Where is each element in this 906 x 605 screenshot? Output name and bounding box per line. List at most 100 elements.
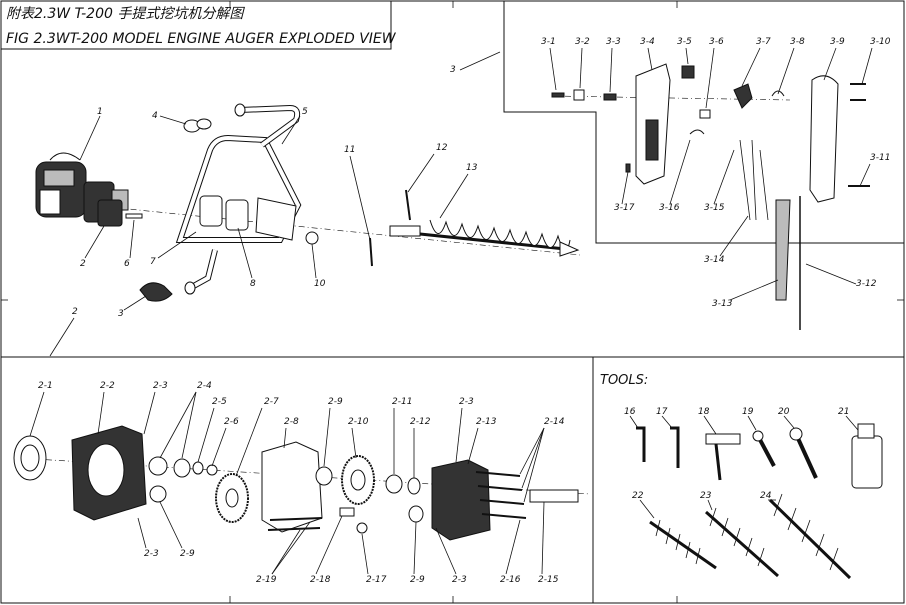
callout-p3-6: 3-6 (709, 37, 724, 47)
callout-p3: 3 (118, 309, 124, 319)
spark-wrench-tool-18 (705, 433, 741, 481)
grip-part-4b (196, 118, 212, 130)
tools-section (636, 423, 883, 580)
main-assembly (35, 103, 581, 302)
gearbox-part-2 (97, 199, 123, 227)
callout-p2-1: 2-1 (38, 381, 53, 391)
callout-p2-17: 2-17 (366, 575, 387, 585)
handle-frame-part-5 (175, 103, 302, 295)
callout-p2-14: 2-14 (544, 417, 565, 427)
plate-part-8a (199, 195, 223, 227)
auger-bit-tool-24 (768, 493, 852, 580)
callout-p3-16: 3-16 (659, 203, 680, 213)
title-chinese: 附表2.3W T-200 手提式挖坑机分解图 (6, 6, 245, 22)
callout-p2-18: 2-18 (310, 575, 331, 585)
wrench-tool-19 (756, 435, 776, 467)
hex-key-tool-16 (636, 426, 646, 462)
callout-p3-13: 3-13 (712, 299, 733, 309)
callout-t23: 23 (700, 491, 712, 501)
pin-part-12 (405, 189, 411, 221)
callout-p2-3c: 2-3 (452, 575, 467, 585)
callout-p3-4: 3-4 (640, 37, 655, 47)
pin-part-11 (369, 237, 373, 267)
hose-part-3-13 (775, 199, 791, 301)
callout-p11: 11 (344, 145, 355, 155)
callout-t17: 17 (656, 407, 668, 417)
callout-t19: 19 (742, 407, 754, 417)
callout-p7: 7 (150, 257, 156, 267)
callout-p1: 1 (97, 107, 103, 117)
spring-part-3-3 (603, 93, 617, 101)
callout-p8: 8 (250, 279, 256, 289)
callout-p2-3a: 2-3 (153, 381, 168, 391)
callout-p10: 10 (314, 279, 326, 289)
tools-labels: 16 17 18 19 20 21 22 23 24 (624, 407, 859, 519)
gearbox-labels: 2-1 2-2 2-3 2-4 2-5 2-6 2-7 2-8 2-9 2-10… (29, 381, 565, 585)
cap-part-3-6 (699, 109, 711, 119)
callout-p2-12: 2-12 (410, 417, 431, 427)
callout-p3-9: 3-9 (830, 37, 845, 47)
callout-p6: 6 (124, 259, 130, 269)
main-labels: 1 2 3 4 5 6 7 8 10 11 12 13 3 2 (49, 51, 501, 357)
callout-p2-13: 2-13 (476, 417, 497, 427)
callout-p2-6: 2-6 (224, 417, 239, 427)
callout-t20: 20 (778, 407, 790, 417)
callout-t18: 18 (698, 407, 710, 417)
callout-p2-9b: 2-9 (180, 549, 195, 559)
callout-p2-16: 2-16 (500, 575, 521, 585)
callout-p2-3d: 2-3 (144, 549, 159, 559)
callout-p12: 12 (436, 143, 448, 153)
callout-p2-2: 2-2 (100, 381, 115, 391)
plug-part-2-17 (356, 522, 368, 534)
hex-key-tool-17 (670, 426, 680, 468)
clip-part-3-16 (689, 129, 705, 135)
callout-p3-15: 3-15 (704, 203, 725, 213)
callout-p3-2: 3-2 (575, 37, 590, 47)
tools-heading: TOOLS: (600, 373, 648, 388)
callout-sec2: 2 (72, 307, 78, 317)
callout-p2-8: 2-8 (284, 417, 299, 427)
nut-part-3-2 (573, 89, 585, 101)
handle-labels: 3-1 3-2 3-3 3-4 3-5 3-6 3-7 3-8 3-9 3-10… (541, 37, 891, 309)
callout-p2-9a: 2-9 (328, 397, 343, 407)
title-english: FIG 2.3WT-200 MODEL ENGINE AUGER EXPLODE… (6, 31, 397, 47)
callout-p2-4: 2-4 (197, 381, 212, 391)
callout-p13: 13 (466, 163, 478, 173)
switch-part-3-5 (681, 65, 695, 79)
wire-part-3-14 (739, 139, 769, 221)
lever-part-3-7 (733, 83, 753, 109)
callout-p4: 4 (152, 111, 158, 121)
callout-p3-11: 3-11 (870, 153, 890, 163)
callout-p2-9c: 2-9 (410, 575, 425, 585)
pinion-part-2-18 (339, 507, 355, 517)
callout-p3-12: 3-12 (856, 279, 877, 289)
callout-p2: 2 (80, 259, 86, 269)
callout-p3-8: 3-8 (790, 37, 805, 47)
auger-bit-tool-22 (649, 519, 717, 570)
nut-part-10 (305, 231, 319, 245)
callout-p3-10: 3-10 (870, 37, 891, 47)
callout-p3-7: 3-7 (756, 37, 771, 47)
oil-bottle-tool-21 (851, 423, 883, 489)
plate-part-8b (225, 199, 249, 231)
callout-p2-3b: 2-3 (459, 397, 474, 407)
auger-part-13 (389, 219, 580, 257)
screw-part-3-1 (551, 92, 565, 98)
bolt-part-6 (125, 213, 143, 219)
auger-bit-tool-23 (705, 507, 779, 578)
callout-p2-5: 2-5 (212, 397, 227, 407)
grip-part-3-9 (809, 75, 839, 203)
screw-part-3-17 (625, 163, 631, 173)
callout-p2-15: 2-15 (538, 575, 559, 585)
callout-sec3: 3 (450, 65, 456, 75)
callout-p2-11: 2-11 (392, 397, 412, 407)
callout-p2-10: 2-10 (348, 417, 369, 427)
callout-p3-17: 3-17 (614, 203, 635, 213)
housing-part-2-13 (431, 459, 491, 541)
callout-t24: 24 (760, 491, 772, 501)
wrench-tool-20 (794, 433, 818, 479)
gearbox-assembly (13, 425, 591, 541)
callout-p2-19: 2-19 (256, 575, 277, 585)
